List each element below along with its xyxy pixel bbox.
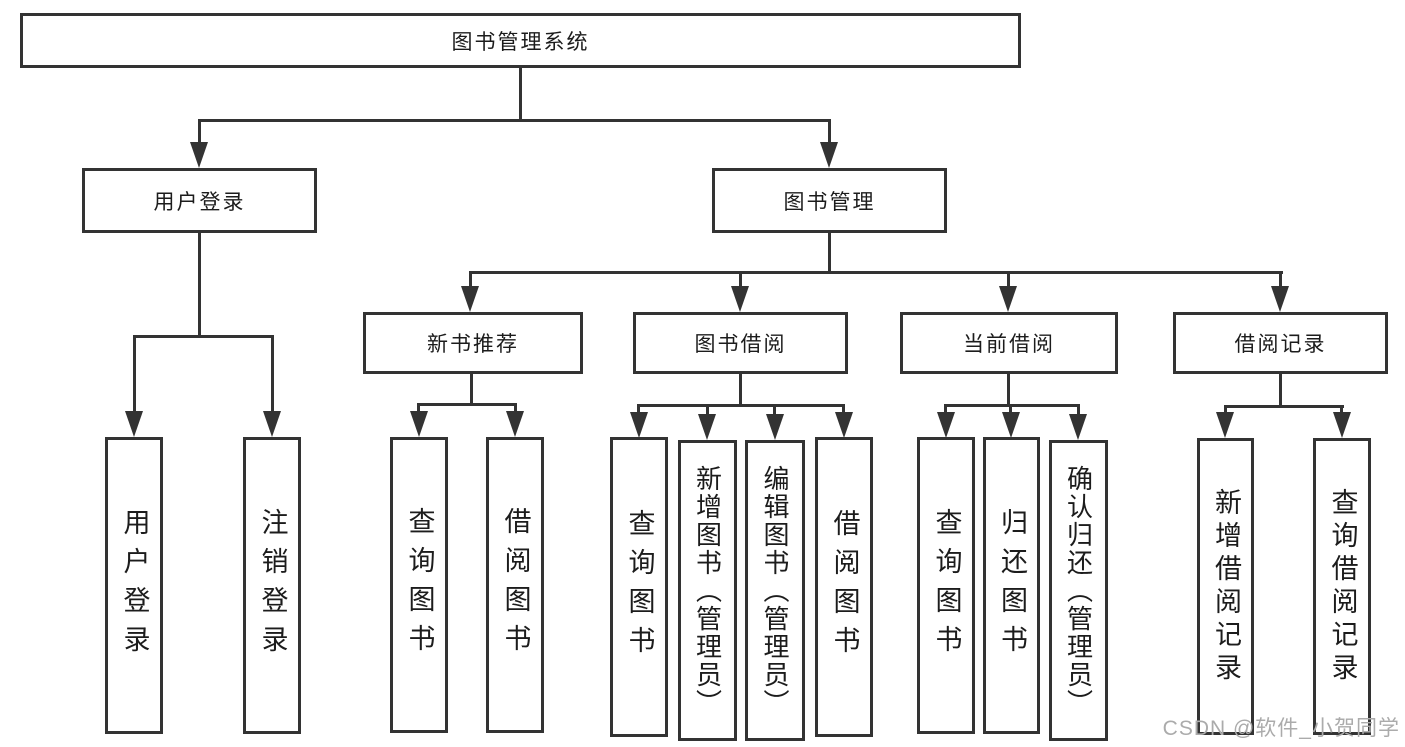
connector-line bbox=[1224, 405, 1344, 408]
leaf-query-books-recommend: 查询图书 bbox=[390, 437, 448, 733]
leaf-label: 查询图书 bbox=[931, 507, 962, 664]
connector-line bbox=[198, 233, 201, 337]
connector-line bbox=[1279, 374, 1282, 407]
arrowhead-down-icon bbox=[410, 411, 428, 437]
leaf-label: 借阅图书 bbox=[500, 507, 531, 663]
node-user-login-label: 用户登录 bbox=[153, 190, 246, 214]
connector-line bbox=[417, 403, 420, 415]
connector-line bbox=[944, 404, 1080, 407]
leaf-label: 查询图书 bbox=[624, 509, 655, 665]
connector-line bbox=[1279, 271, 1282, 291]
node-borrowing-records: 借阅记录 bbox=[1173, 312, 1388, 374]
arrowhead-down-icon bbox=[731, 286, 749, 312]
leaf-borrow-books-borrowing: 借阅图书 bbox=[815, 437, 873, 737]
leaf-query-borrow-record: 查询借阅记录 bbox=[1313, 438, 1371, 735]
connector-line bbox=[1007, 271, 1010, 291]
arrowhead-down-icon bbox=[835, 412, 853, 438]
arrowhead-down-icon bbox=[1069, 414, 1087, 440]
connector-line bbox=[1224, 405, 1227, 415]
arrowhead-down-icon bbox=[190, 142, 208, 168]
arrowhead-down-icon bbox=[1333, 412, 1351, 438]
leaf-logout: 注销登录 bbox=[243, 437, 301, 734]
node-root: 图书管理系统 bbox=[20, 13, 1021, 68]
arrowhead-down-icon bbox=[506, 411, 524, 437]
leaf-user-login-label: 用户登录 bbox=[119, 507, 150, 664]
connector-line bbox=[1077, 404, 1080, 416]
connector-line bbox=[133, 335, 274, 338]
node-new-book-recommend: 新书推荐 bbox=[363, 312, 583, 374]
node-new-book-recommend-label: 新书推荐 bbox=[427, 333, 519, 356]
leaf-logout-label: 注销登录 bbox=[257, 507, 288, 664]
connector-line bbox=[1340, 405, 1343, 415]
leaf-query-books-current: 查询图书 bbox=[917, 437, 975, 734]
leaf-query-books-borrowing: 查询图书 bbox=[610, 437, 668, 737]
connector-line bbox=[739, 374, 742, 406]
leaf-label: 归还图书 bbox=[997, 507, 1027, 664]
arrowhead-down-icon bbox=[937, 412, 955, 438]
connector-line bbox=[470, 374, 473, 405]
arrowhead-down-icon bbox=[1271, 286, 1289, 312]
leaf-user-login: 用户登录 bbox=[105, 437, 163, 734]
connector-line bbox=[198, 119, 201, 149]
node-borrowing-records-label: 借阅记录 bbox=[1234, 333, 1327, 356]
arrowhead-down-icon bbox=[461, 286, 479, 312]
connector-line bbox=[469, 271, 472, 291]
connector-line bbox=[417, 403, 517, 406]
leaf-label: 确认归还（管理员） bbox=[1063, 464, 1094, 717]
leaf-label: 查询图书 bbox=[404, 507, 435, 663]
arrowhead-down-icon bbox=[125, 411, 143, 437]
connector-line bbox=[1009, 404, 1012, 414]
leaf-add-borrow-record: 新增借阅记录 bbox=[1197, 438, 1254, 735]
connector-line bbox=[739, 271, 742, 291]
arrowhead-down-icon bbox=[766, 414, 784, 440]
connector-line bbox=[198, 119, 831, 122]
leaf-confirm-return-admin: 确认归还（管理员） bbox=[1049, 440, 1108, 741]
leaf-label: 查询借阅记录 bbox=[1327, 487, 1358, 686]
connector-line bbox=[706, 404, 709, 416]
arrowhead-down-icon bbox=[1216, 412, 1234, 438]
node-user-login: 用户登录 bbox=[82, 168, 317, 233]
connector-line bbox=[637, 404, 640, 414]
arrowhead-down-icon bbox=[263, 411, 281, 437]
connector-line bbox=[773, 404, 776, 416]
leaf-label: 编辑图书（管理员） bbox=[760, 464, 790, 717]
arrowhead-down-icon bbox=[820, 142, 838, 168]
connector-line bbox=[469, 271, 1283, 274]
csdn-watermark: CSDN @软件_小贺同学 bbox=[1162, 717, 1400, 740]
connector-line bbox=[828, 233, 831, 273]
leaf-label: 新增图书（管理员） bbox=[692, 464, 723, 717]
leaf-return-books: 归还图书 bbox=[983, 437, 1040, 734]
arrowhead-down-icon bbox=[1002, 412, 1020, 438]
node-book-management-label: 图书管理 bbox=[783, 190, 876, 214]
node-book-management: 图书管理 bbox=[712, 168, 947, 233]
connector-line bbox=[944, 404, 947, 414]
leaf-label: 借阅图书 bbox=[829, 509, 860, 665]
node-book-borrowing-label: 图书借阅 bbox=[694, 333, 787, 356]
node-current-borrowing-label: 当前借阅 bbox=[963, 333, 1055, 356]
arrowhead-down-icon bbox=[698, 414, 716, 440]
connector-line bbox=[133, 335, 136, 415]
connector-line bbox=[842, 404, 845, 414]
node-current-borrowing: 当前借阅 bbox=[900, 312, 1118, 374]
arrowhead-down-icon bbox=[999, 286, 1017, 312]
connector-line bbox=[519, 68, 522, 122]
connector-line bbox=[271, 335, 274, 415]
connector-line bbox=[1007, 374, 1010, 406]
connector-line bbox=[514, 403, 517, 415]
node-root-label: 图书管理系统 bbox=[451, 30, 590, 54]
arrowhead-down-icon bbox=[630, 412, 648, 438]
leaf-label: 新增借阅记录 bbox=[1211, 487, 1241, 686]
leaf-borrow-books-recommend: 借阅图书 bbox=[486, 437, 544, 733]
connector-line bbox=[637, 404, 845, 407]
connector-line bbox=[828, 119, 831, 149]
leaf-edit-books-admin: 编辑图书（管理员） bbox=[745, 440, 805, 741]
leaf-add-books-admin: 新增图书（管理员） bbox=[678, 440, 737, 741]
node-book-borrowing: 图书借阅 bbox=[633, 312, 848, 374]
